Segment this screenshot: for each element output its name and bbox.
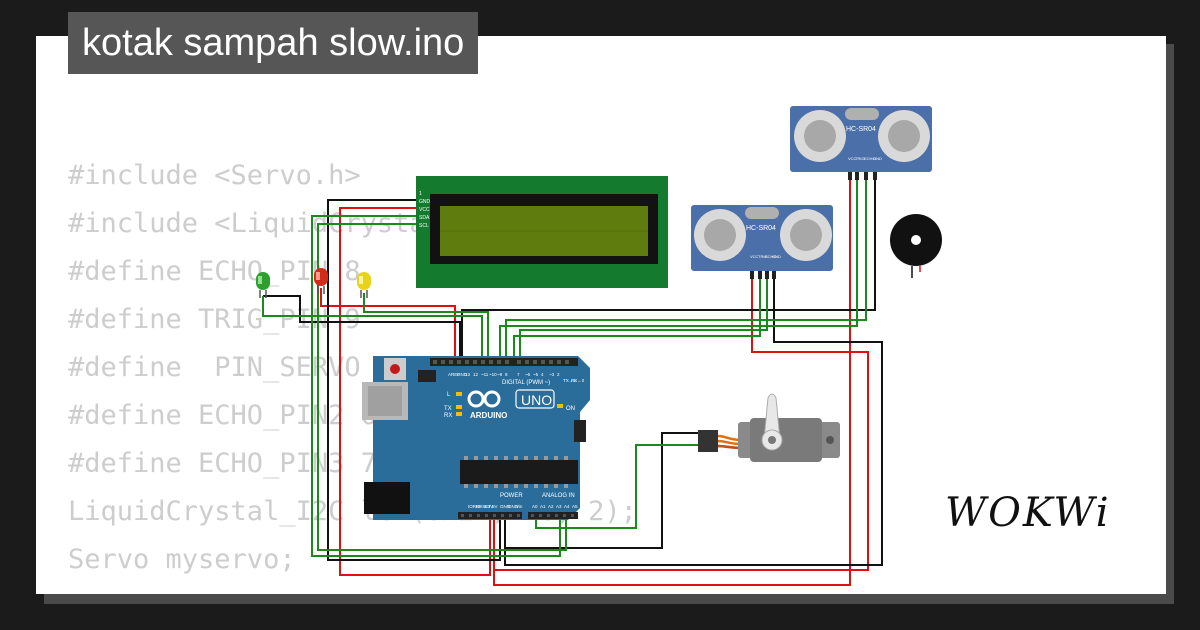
digital-header bbox=[430, 358, 578, 366]
code-line: #include <Servo.h> bbox=[68, 160, 361, 191]
sensor-pin-label: ECHO bbox=[864, 156, 876, 161]
pin-label: GND bbox=[508, 504, 519, 509]
power-header bbox=[458, 512, 522, 519]
pin-label: A2 bbox=[548, 504, 554, 509]
pin-label: RX←0 bbox=[571, 378, 585, 383]
wire-sensor-top-echo bbox=[505, 178, 867, 360]
wire-sensor-mid-vcc bbox=[494, 268, 869, 571]
pin-label: TX→1 bbox=[563, 378, 576, 383]
pin-label: A0 bbox=[532, 504, 538, 509]
wire-sensor-mid-gnd bbox=[504, 268, 883, 566]
sensor-pin-label: GND bbox=[873, 156, 882, 161]
arduino-model: UNO bbox=[521, 392, 552, 408]
atmega-chip bbox=[460, 460, 578, 484]
pin-label: 5V bbox=[492, 504, 498, 509]
pin-label: ~5 bbox=[533, 372, 539, 377]
pin-label: 12 bbox=[473, 372, 479, 377]
crystal-icon bbox=[845, 108, 879, 120]
sensor-pin-label: ECHO bbox=[765, 254, 777, 259]
lcd-pin-label: SDA bbox=[419, 215, 430, 221]
wire-led-gnd bbox=[263, 295, 461, 360]
pin-label: ~10 bbox=[489, 372, 497, 377]
pin-label: A3 bbox=[556, 504, 562, 509]
wire-lcd-gnd bbox=[327, 199, 501, 561]
on-label: ON bbox=[566, 406, 575, 412]
power-label: POWER bbox=[500, 493, 523, 499]
wire-led-red bbox=[320, 288, 456, 360]
pin-label: 13 bbox=[465, 372, 471, 377]
servo-horn[interactable] bbox=[763, 393, 781, 441]
code-line: #define TRIG_PIN 9 bbox=[68, 304, 361, 335]
code-line: #define ECHO_PIN3 7 bbox=[68, 448, 377, 479]
wire-led-green bbox=[262, 296, 483, 360]
pin-label: ~11 bbox=[481, 372, 489, 377]
wire-lcd-scl bbox=[317, 223, 567, 551]
analog-label: ANALOG IN bbox=[542, 493, 575, 499]
pin-label: 8 bbox=[505, 372, 508, 377]
l-label: L bbox=[447, 392, 451, 398]
pin-label: A4 bbox=[564, 504, 570, 509]
crystal-icon bbox=[745, 207, 779, 219]
sensor-label: HC-SR04 bbox=[746, 225, 776, 232]
project-title: kotak sampah slow.ino bbox=[68, 12, 479, 74]
wire-servo-gnd bbox=[505, 432, 700, 549]
pin-label: 3.3V bbox=[484, 504, 493, 509]
sensor-pin-label: VCC bbox=[848, 156, 857, 161]
pin-label: RESET bbox=[476, 504, 491, 509]
pin-label: GND bbox=[457, 372, 468, 377]
lcd-pin-label: SCL bbox=[419, 223, 429, 229]
rx-label: RX bbox=[444, 413, 452, 419]
led-red[interactable] bbox=[314, 268, 328, 294]
sensor-pin-label: TRIG bbox=[855, 156, 865, 161]
pin-label: Vin bbox=[516, 504, 523, 509]
wire-sensor-top-vcc bbox=[493, 178, 851, 586]
tx-label: TX bbox=[444, 406, 452, 412]
wire-servo-signal bbox=[535, 444, 700, 529]
wire-led-yellow bbox=[363, 293, 489, 360]
sensor-pin-label: VCC bbox=[750, 254, 759, 259]
pin-label: IOREF bbox=[468, 504, 482, 509]
sensor-pin-label: GND bbox=[772, 254, 781, 259]
led-green[interactable] bbox=[256, 272, 270, 298]
digital-label: DIGITAL (PWM ~) bbox=[502, 380, 550, 386]
wire-sensor-top-gnd bbox=[461, 178, 876, 360]
led-yellow[interactable] bbox=[357, 272, 371, 298]
code-line: float dist; bbox=[68, 584, 637, 594]
code-line: #define ECHO_PIN2 6 bbox=[68, 400, 377, 431]
lcd-pin-label: VCC bbox=[419, 207, 430, 213]
arduino-logo-icon bbox=[467, 390, 501, 408]
pin-label: ~9 bbox=[497, 372, 503, 377]
pin-label: AREF bbox=[448, 372, 460, 377]
wire-sensor-top-trig bbox=[499, 178, 858, 360]
power-jack[interactable] bbox=[364, 482, 410, 514]
pin-label: ~6 bbox=[525, 372, 531, 377]
lcd-display[interactable]: 1 GND VCC SDA SCL bbox=[416, 176, 668, 288]
lcd-pin-label: 1 bbox=[419, 191, 422, 197]
wire-lcd-sda bbox=[311, 215, 561, 557]
sensor-pin-label: TRIG bbox=[758, 254, 768, 259]
pin-label: A1 bbox=[540, 504, 546, 509]
code-line: Servo myservo; bbox=[68, 544, 296, 575]
pin-label: 4 bbox=[541, 372, 544, 377]
sensor-label: HC-SR04 bbox=[846, 126, 876, 133]
ultrasonic-sensor-top[interactable]: HC-SR04 VCC TRIG ECHO GND bbox=[790, 106, 932, 180]
pin-label: GND bbox=[500, 504, 511, 509]
buzzer[interactable] bbox=[890, 214, 942, 278]
ultrasonic-sensor-mid[interactable]: HC-SR04 VCC TRIG ECHO GND bbox=[691, 205, 833, 279]
pin-label: A5 bbox=[572, 504, 578, 509]
analog-header bbox=[528, 512, 578, 519]
lcd-pin-label: GND bbox=[419, 199, 431, 205]
arduino-uno-board[interactable]: AREF GND 13 12 ~11 ~10 ~9 8 7 ~6 ~5 4 ~3… bbox=[362, 356, 590, 520]
wires bbox=[262, 178, 883, 586]
wokwi-logo: WOKWi bbox=[945, 490, 1111, 536]
pin-label: 2 bbox=[557, 372, 560, 377]
wire-sensor-mid-echo bbox=[519, 268, 768, 360]
servo-motor[interactable] bbox=[698, 393, 840, 462]
pin-label: 7 bbox=[517, 372, 520, 377]
arduino-brand: ARDUINO bbox=[470, 411, 507, 420]
wire-sensor-mid-trig bbox=[513, 268, 761, 360]
pin-label: ~3 bbox=[549, 372, 555, 377]
